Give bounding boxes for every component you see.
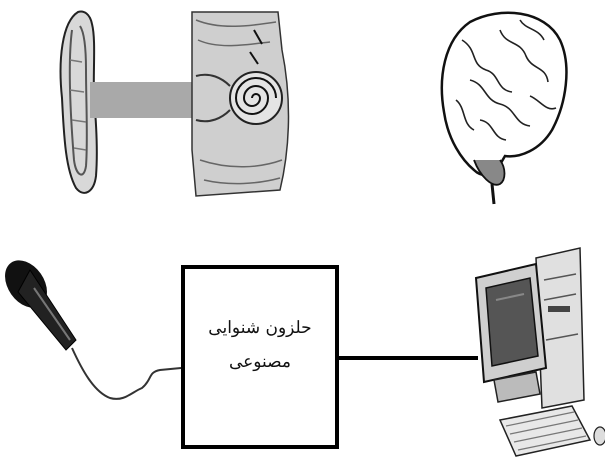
cochlea-icon [192,12,289,196]
ear-canal [90,82,195,118]
microphone-icon [0,252,181,399]
box-label: حلزون شنوایی مصنوعی [185,311,335,379]
cochlear-implant-box: حلزون شنوایی مصنوعی [181,265,339,449]
box-label-line1: حلزون شنوایی [185,311,335,345]
computer-icon [476,248,605,456]
brain-icon [442,13,567,204]
box-label-line2: مصنوعی [185,345,335,379]
